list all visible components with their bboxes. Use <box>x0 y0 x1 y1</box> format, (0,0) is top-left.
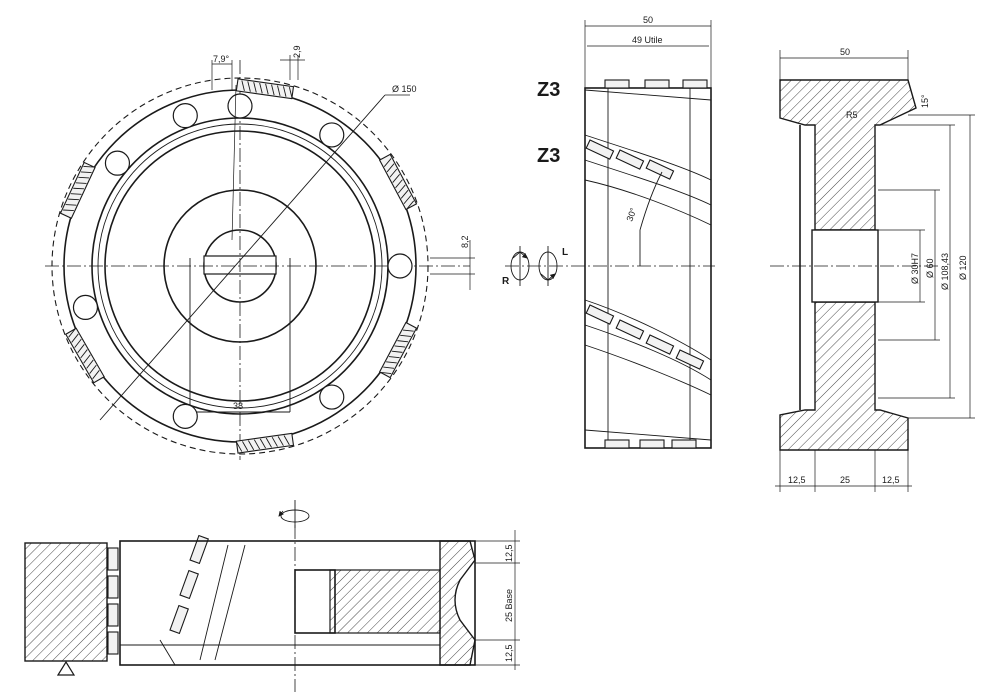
helix-line <box>199 544 246 661</box>
tooth <box>604 439 630 449</box>
bore-slot <box>294 569 336 634</box>
bottom-teeth <box>107 534 209 655</box>
tooth <box>179 569 199 600</box>
edge-line <box>584 89 712 101</box>
diameter-line <box>99 94 386 421</box>
notch <box>319 122 345 148</box>
tooth <box>645 334 675 355</box>
flange-section <box>439 540 476 666</box>
bottom-view: 12,5 25 Base 12,5 <box>24 500 520 692</box>
tooth <box>169 604 189 635</box>
cutting-segment <box>378 153 418 211</box>
tooth <box>644 79 670 89</box>
cutting-segment <box>65 327 105 384</box>
teeth-label-mid: Z3 <box>537 145 560 167</box>
angle-arc <box>639 171 663 266</box>
total-width-label: 50 <box>643 15 653 25</box>
notch <box>104 150 131 176</box>
tooth <box>675 349 705 370</box>
tooth <box>189 534 209 565</box>
dim-line <box>231 84 237 241</box>
tooth <box>682 79 708 89</box>
cutting-segment <box>378 321 418 379</box>
cutting-segment <box>59 161 96 219</box>
tooth <box>615 319 645 340</box>
tooth <box>604 79 630 89</box>
bottom-top-label: 12,5 <box>504 544 514 562</box>
rotation-icon <box>278 500 310 528</box>
rotation-icon <box>510 246 558 286</box>
helix-line <box>584 134 712 181</box>
edge-line <box>159 639 176 666</box>
tooth <box>107 575 119 599</box>
side-view: 50 49 Utile 30° Z3 Z3 R L <box>502 15 715 449</box>
side-teeth <box>585 79 708 449</box>
notch <box>172 103 198 129</box>
bottom-bot-label: 12,5 <box>504 644 514 662</box>
tooth <box>107 603 119 627</box>
front-segments <box>59 78 418 454</box>
workpiece <box>24 542 108 662</box>
mid-dim-label: 25 <box>840 475 850 485</box>
helix-line <box>584 159 712 206</box>
chamfer-label: 15° <box>920 94 930 108</box>
tooth <box>585 139 615 160</box>
left-dim-label: 12,5 <box>788 475 806 485</box>
tooth <box>585 304 615 325</box>
keyway-label: 8,2 <box>460 235 470 248</box>
radius-label: R5 <box>846 110 858 120</box>
notch <box>387 253 413 279</box>
helix-line <box>584 179 712 226</box>
helix-line <box>584 299 712 361</box>
tooth <box>615 149 645 170</box>
bottom-body <box>119 540 476 666</box>
hub-sides <box>189 258 291 412</box>
cutting-segment <box>235 78 295 100</box>
teeth-label-top: Z3 <box>537 79 560 101</box>
section-width-label: 50 <box>840 47 850 57</box>
notch <box>172 403 198 429</box>
rotation-l-label: L <box>562 247 568 258</box>
section-view: 50 Ø 30H7 Ø 60 Ø 108,43 Ø 120 15° R5 <box>770 47 975 492</box>
notch <box>72 294 99 321</box>
front-notches <box>72 93 413 429</box>
angle-label: 7,9° <box>213 54 230 64</box>
helix-line <box>584 344 712 396</box>
offset-label: 2,9 <box>292 45 302 58</box>
front-view: 7,9° 2,9 Ø 150 8,2 38 <box>45 45 475 460</box>
tooth <box>671 439 697 449</box>
helix-angle-label: 30° <box>624 206 638 223</box>
cutting-segment <box>235 432 295 454</box>
right-dim-label: 12,5 <box>882 475 900 485</box>
rotation-r-label: R <box>502 276 510 287</box>
notch <box>319 384 345 410</box>
tooth <box>639 439 665 449</box>
tooth <box>107 631 119 655</box>
dia-108-label: Ø 108,43 <box>940 253 950 290</box>
bottom-mid-label: 25 Base <box>504 589 514 622</box>
bore-dia-label: Ø 30H7 <box>910 253 920 284</box>
reference-triangle-icon <box>56 660 76 676</box>
width-label: 38 <box>233 401 243 411</box>
dia-120-label: Ø 120 <box>958 255 968 280</box>
dia-60-label: Ø 60 <box>925 258 935 278</box>
notch <box>227 93 253 119</box>
side-body <box>584 87 712 449</box>
edge-line <box>584 429 712 441</box>
hub-section <box>329 569 441 634</box>
tooth <box>645 159 675 180</box>
helix-line <box>584 324 712 381</box>
useful-width-label: 49 Utile <box>632 35 663 45</box>
tooth <box>107 547 119 571</box>
outer-diameter-label: Ø 150 <box>392 84 417 94</box>
